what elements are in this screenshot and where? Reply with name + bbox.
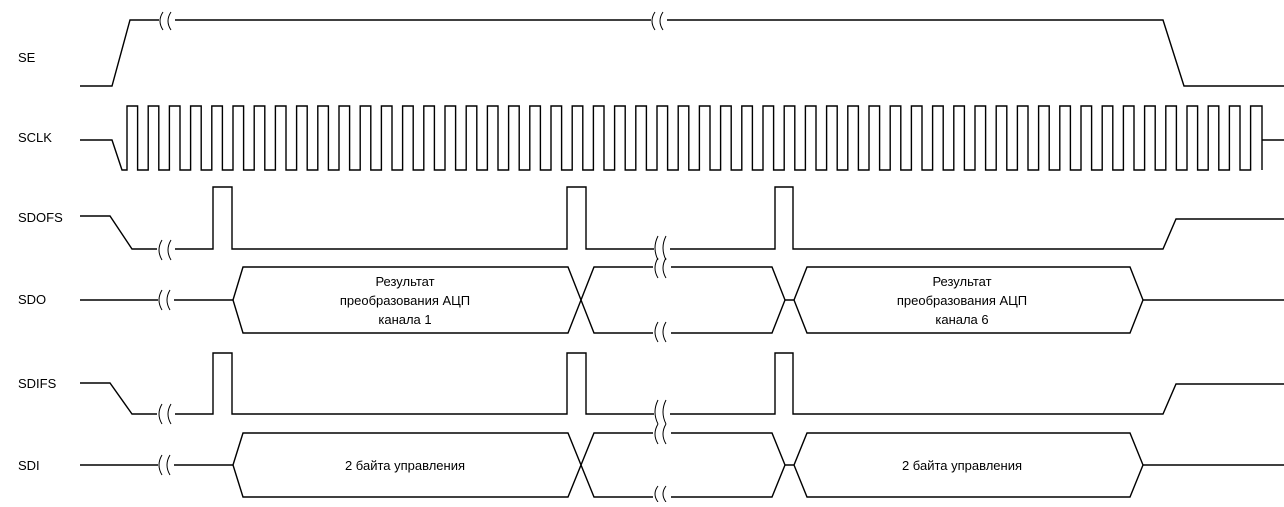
sdo-block-3-line-2: преобразования АЦП [897, 293, 1027, 308]
se-break-mark-2 [651, 11, 667, 31]
se-break-mark-1 [159, 11, 175, 31]
sdofs-waveform [80, 186, 1284, 250]
signal-label-sdi: SDI [18, 458, 40, 473]
signal-label-se: SE [18, 50, 36, 65]
sdo-block-1-line-1: Результат [375, 274, 434, 289]
sdo-break-mark-top [653, 257, 671, 279]
sdi-break-mark-left [158, 454, 174, 476]
sdo-break-mark-left [158, 289, 174, 311]
sdo-break-mark-bottom [653, 321, 671, 343]
sdo-bus-block-3 [785, 266, 1144, 334]
sdi-block-1-label: 2 байта управления [345, 458, 465, 473]
sdifs-break-mark-1 [157, 403, 175, 425]
sdo-block-3-line-3: канала 6 [935, 312, 988, 327]
sdifs-break-mark-2 [654, 399, 670, 425]
signal-label-sdifs: SDIFS [18, 376, 57, 391]
signal-label-sclk: SCLK [18, 130, 52, 145]
sclk-waveform [80, 105, 1284, 171]
signal-label-sdo: SDO [18, 292, 46, 307]
sdo-block-3-line-1: Результат [932, 274, 991, 289]
sdofs-break-mark-1 [157, 239, 175, 261]
se-waveform [80, 19, 1284, 87]
sdifs-waveform [80, 352, 1284, 415]
sdi-bus-block-2 [580, 432, 786, 498]
signal-label-sdofs: SDOFS [18, 210, 63, 225]
sdofs-break-mark-2 [654, 235, 670, 261]
sdo-block-1-line-3: канала 1 [378, 312, 431, 327]
sdo-block-1-line-2: преобразования АЦП [340, 293, 470, 308]
sdi-block-3-label: 2 байта управления [902, 458, 1022, 473]
sdi-break-mark-top [653, 423, 671, 445]
sdi-break-mark-bottom [653, 485, 671, 503]
sdo-bus-block-2 [580, 266, 786, 334]
sdi-bus-block-3 [785, 432, 1144, 498]
